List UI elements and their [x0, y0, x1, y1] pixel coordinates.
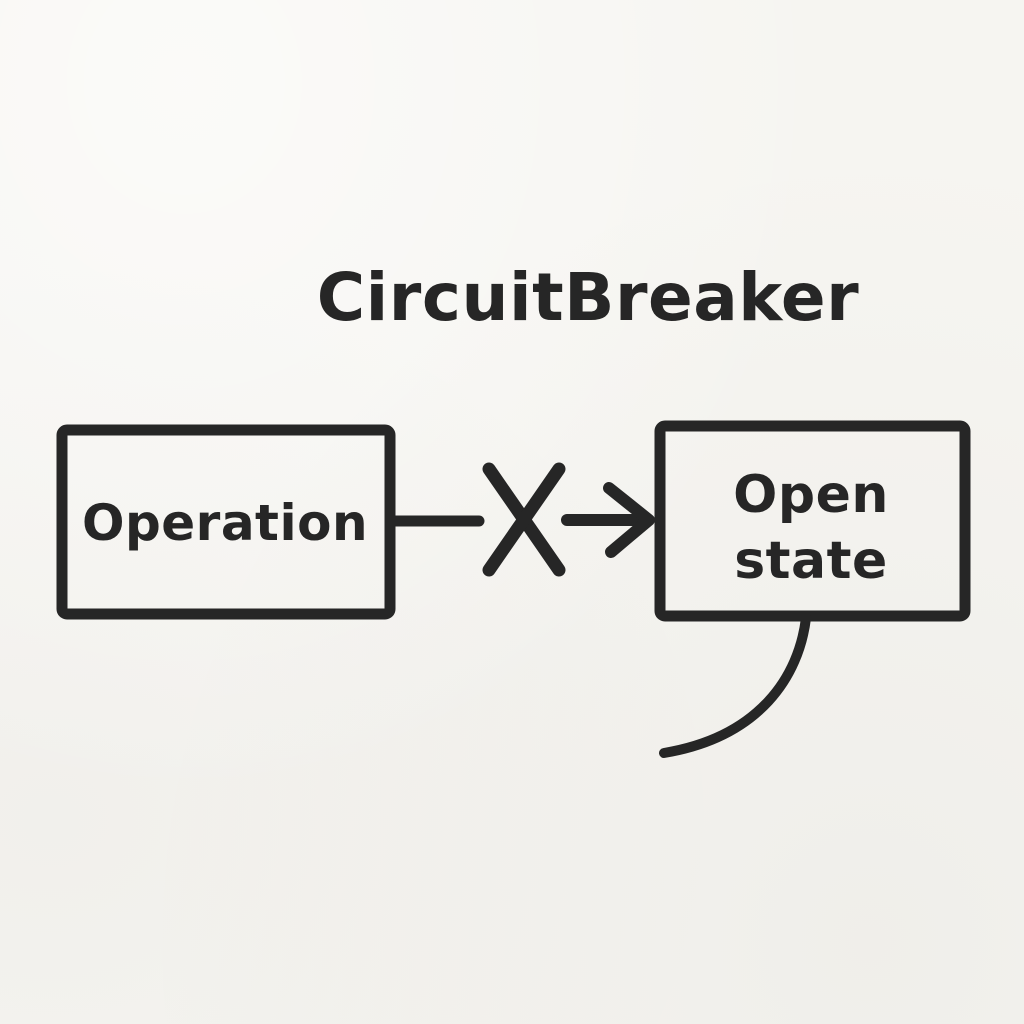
operation-box-label: Operation	[82, 494, 368, 552]
right-arrow-icon	[561, 482, 655, 558]
open-state-curve	[659, 613, 811, 758]
x-icon	[482, 462, 566, 577]
open-state-label-line1: Open	[733, 465, 889, 525]
diagram-title: CircuitBreaker	[317, 259, 859, 336]
stroke-layer	[56, 420, 971, 758]
open-state-label-line2: state	[734, 531, 888, 591]
text-layer: CircuitBreaker Operation Open state	[82, 259, 889, 591]
open-state-box	[654, 420, 971, 622]
